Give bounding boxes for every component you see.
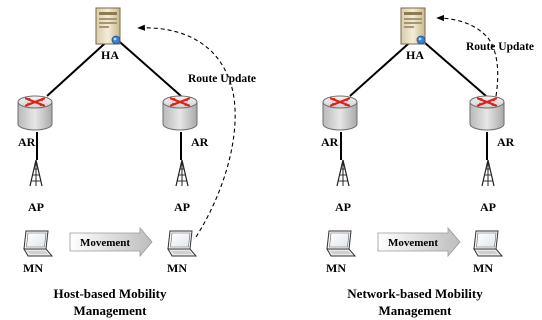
movement-arrow — [69, 226, 153, 258]
caption-line-2: Management — [379, 303, 453, 318]
link-ha-ar-left — [349, 35, 418, 97]
link-ha-ar-left — [46, 35, 114, 97]
ha-server-icon — [400, 7, 426, 45]
caption-line-1: Network-based Mobility — [347, 286, 483, 301]
link-ha-ar-right — [416, 35, 487, 97]
mn-left-laptop-icon — [23, 230, 53, 257]
ap-left-label: AP — [28, 200, 44, 214]
ar-right-label: AR — [191, 135, 209, 149]
mn-right-label: MN — [473, 261, 493, 275]
ap-right-tower-icon — [481, 159, 495, 187]
movement-label: Movement — [80, 237, 130, 249]
mn-right-laptop-icon — [167, 230, 197, 257]
mn-left-label: MN — [23, 261, 43, 275]
network-based-diagram: HA AR AR AP AP Movement MN MN Route Upda… — [321, 7, 534, 318]
route-update-label: Route Update — [466, 41, 534, 53]
ap-right-label: AP — [174, 200, 190, 214]
router-right-icon — [468, 94, 506, 132]
host-based-diagram: HA AR AR AP AP Movement MN MN Route Upda… — [16, 7, 256, 318]
route-update-arrow — [137, 24, 236, 238]
router-left-icon — [16, 94, 54, 132]
mn-right-label: MN — [167, 261, 187, 275]
ap-left-tower-icon — [29, 159, 43, 187]
ap-left-label: AP — [335, 200, 351, 214]
ar-left-label: AR — [321, 135, 339, 149]
route-update-arrow — [436, 14, 499, 97]
ha-label: HA — [101, 48, 119, 62]
router-right-icon — [161, 94, 199, 132]
mn-left-laptop-icon — [326, 230, 356, 257]
caption-line-1: Host-based Mobility — [53, 286, 167, 301]
caption-line-2: Management — [74, 303, 148, 318]
mn-right-laptop-icon — [473, 230, 503, 257]
route-update-label: Route Update — [188, 73, 256, 85]
mn-left-label: MN — [326, 261, 346, 275]
ap-right-tower-icon — [175, 159, 189, 187]
link-ha-ar-right — [112, 35, 182, 97]
router-left-icon — [321, 94, 359, 132]
movement-label: Movement — [388, 237, 438, 249]
ar-left-label: AR — [18, 135, 36, 149]
ap-right-label: AP — [480, 200, 496, 214]
ha-label: HA — [406, 48, 424, 62]
ap-left-tower-icon — [336, 159, 350, 187]
ar-right-label: AR — [497, 135, 515, 149]
ha-server-icon — [95, 7, 121, 45]
movement-arrow — [377, 226, 461, 258]
